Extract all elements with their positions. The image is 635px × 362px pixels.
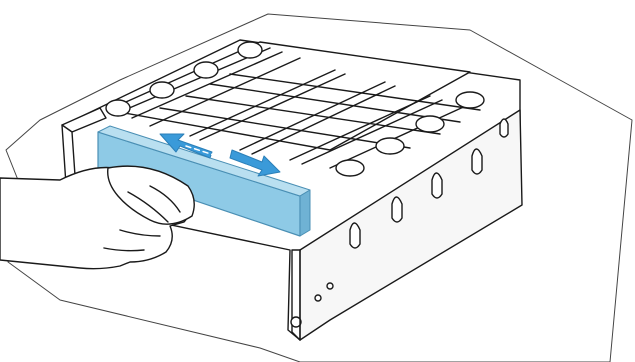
hand-icon bbox=[0, 166, 194, 269]
